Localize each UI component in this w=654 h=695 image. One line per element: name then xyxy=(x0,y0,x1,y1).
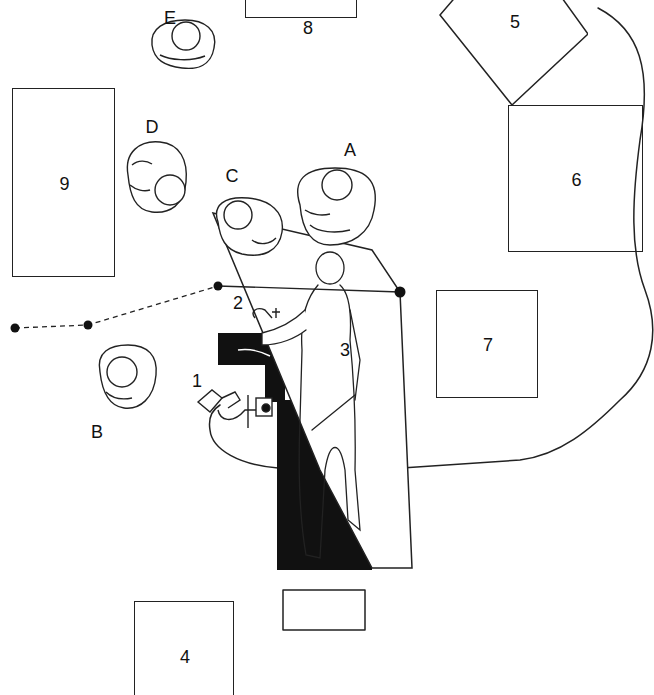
item-number: 5 xyxy=(510,13,520,31)
person-c xyxy=(217,198,283,255)
item-number: 9 xyxy=(59,175,69,193)
person-letter: C xyxy=(226,167,239,185)
drape xyxy=(213,213,412,568)
person-letter: A xyxy=(344,141,356,159)
person-letter: B xyxy=(91,423,103,441)
item-number: 4 xyxy=(180,648,190,666)
callout-number: 3 xyxy=(340,341,350,359)
person-b xyxy=(99,345,156,408)
equipment-box: 4 xyxy=(134,601,234,695)
person-letter: D xyxy=(146,118,159,136)
hand-item xyxy=(238,308,280,356)
callout-number: 1 xyxy=(192,372,202,390)
staff-figures xyxy=(99,20,375,408)
floor-outline xyxy=(372,8,653,470)
item-number: 6 xyxy=(571,171,581,189)
callout-number: 2 xyxy=(233,294,243,312)
foot-table xyxy=(283,590,365,630)
equipment-box: 6 xyxy=(508,105,643,252)
ether-screen xyxy=(11,282,406,333)
equipment-box: 9 xyxy=(12,88,115,277)
item-number: 7 xyxy=(483,336,493,354)
equipment-box: 7 xyxy=(436,290,538,398)
person-d xyxy=(127,142,186,212)
person-letter: E xyxy=(164,9,176,27)
equipment-box: 8 xyxy=(245,0,357,18)
person-e xyxy=(152,20,215,68)
equipment-diamond: 5 xyxy=(438,0,588,106)
item-number: 8 xyxy=(303,19,313,37)
patient xyxy=(262,252,360,558)
person-a xyxy=(298,168,376,245)
anesthesia-device xyxy=(198,390,272,428)
